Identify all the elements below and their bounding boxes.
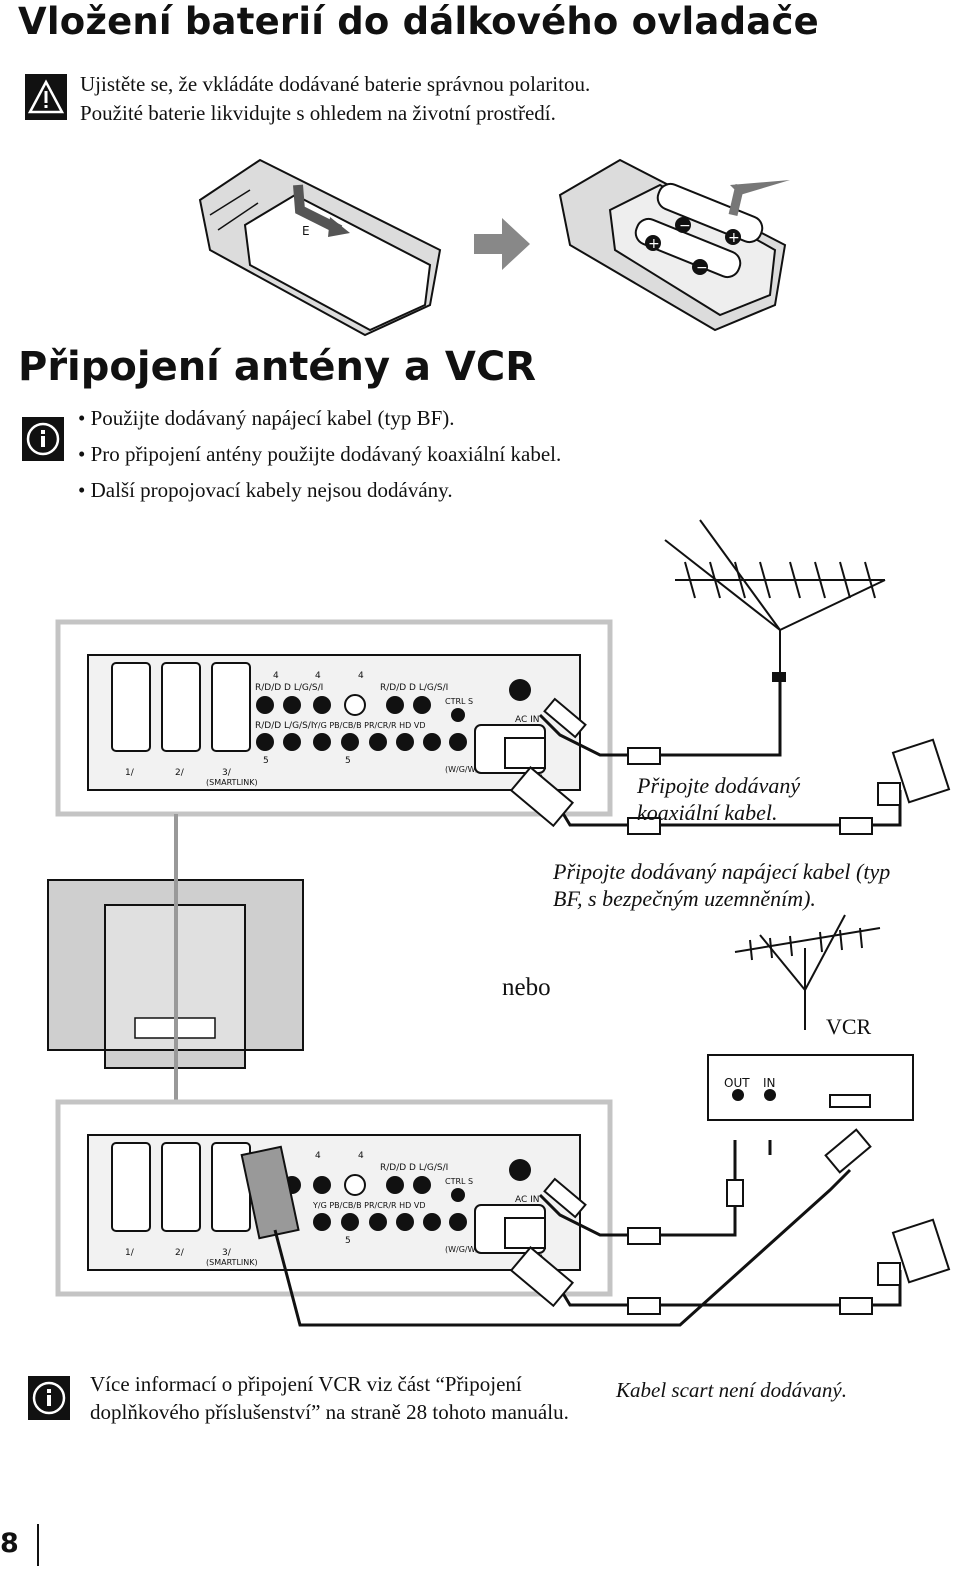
panel-top-label-smartlink: (SMARTLINK): [206, 778, 258, 787]
panel-bottom-label-component: Y/G PB/CB/B PR/CR/R HD VD: [312, 1201, 426, 1210]
bullet-item: Pro připojení antény použijte dodávaný k…: [78, 436, 858, 472]
page-number: 8: [0, 1528, 19, 1559]
antenna-plug: [772, 672, 786, 682]
footer-note-line-2: doplňkového příslušenství” na straně 28 …: [90, 1400, 569, 1424]
footer-note: Více informací o připojení VCR viz část …: [90, 1370, 650, 1426]
panel-bottom-label-scart2: 2/: [175, 1248, 185, 1258]
panel-top-label-scart1: 1/: [125, 768, 135, 778]
panel-top-label-in4b: 4: [315, 671, 321, 681]
battery-minus-2: −: [696, 260, 708, 276]
remote-closed-illustration: E: [198, 158, 442, 337]
panel-top-label-rgbs-3: R/D/D L/G/S/I: [255, 721, 314, 731]
bullet-item: Použijte dodávaný napájecí kabel (typ BF…: [78, 400, 858, 436]
panel-top-label-ctrls: CTRL S: [445, 697, 473, 706]
panel-bottom-label-in5b: 5: [345, 1236, 351, 1246]
vcr-label: VCR: [826, 1014, 872, 1039]
warning-text: Ujistěte se, že vkládáte dodávané bateri…: [80, 70, 920, 128]
panel-top-label-scart2: 2/: [175, 768, 185, 778]
or-label: nebo: [502, 974, 551, 1001]
panel-top-label-in5a: 5: [263, 756, 269, 766]
panel-top-label-acin: AC IN: [515, 715, 540, 725]
scart-sockets-bottom: [111, 1142, 251, 1232]
warning-line-1: Ujistěte se, že vkládáte dodávané bateri…: [80, 72, 591, 96]
info-icon: [28, 1376, 70, 1420]
coax-caption: Připojte dodávaný koaxiální kabel.: [637, 772, 937, 826]
panel-bottom-label-rgbs: R/D/D D L/G/S/I: [380, 1163, 448, 1173]
coax-caption-line-1: Připojte dodávaný: [637, 773, 801, 798]
panel-top-label-rgbs-2: R/D/D D L/G/S/I: [380, 683, 448, 693]
bullet-item: Další propojovací kabely nejsou dodávány…: [78, 472, 858, 508]
scart-note: Kabel scart není dodávaný.: [616, 1378, 847, 1402]
panel-bottom-label-ctrls: CTRL S: [445, 1177, 473, 1186]
panel-bottom-label-scart3: 3/: [222, 1248, 232, 1258]
battery-minus-1: −: [679, 218, 691, 234]
warning-line-2: Použité baterie likvidujte s ohledem na …: [80, 101, 556, 125]
footer-note-line-1: Více informací o připojení VCR viz část …: [90, 1372, 522, 1396]
vcr-in-label: IN: [763, 1076, 776, 1090]
remote-open-illustration: + − + −: [558, 158, 790, 332]
vcr-illustration: [707, 1054, 914, 1121]
antenna-illustration-2: [734, 914, 881, 1030]
scart-plug: [240, 1145, 300, 1240]
antenna-illustration: [664, 519, 886, 750]
panel-bottom-label-scart1: 1/: [125, 1248, 135, 1258]
panel-top-label-component: Y/G PB/CB/B PR/CR/R HD VD: [312, 721, 426, 730]
connection-diagram: R/D/D D L/G/S/I R/D/D D L/G/S/I R/D/D L/…: [47, 519, 951, 1327]
section2-title: Připojení antény a VCR: [18, 344, 537, 390]
next-step-arrow-icon: [474, 218, 530, 270]
panel-bottom-label-smartlink: (SMARTLINK): [206, 1258, 258, 1267]
panel-bottom-label-speaker: (W/G/W/G): [445, 1245, 488, 1254]
coax-caption-line-2: koaxiální kabel.: [637, 800, 778, 825]
panel-bottom-label-acin: AC IN: [515, 1195, 540, 1205]
wall-socket-top: [877, 738, 951, 806]
panel-bottom-label-in4b: 4: [315, 1151, 321, 1161]
bullet-list: Použijte dodávaný napájecí kabel (typ BF…: [78, 400, 858, 508]
power-caption-line-2: BF, s bezpečným uzemněním).: [553, 886, 816, 911]
scart-sockets-top: [111, 662, 251, 752]
battery-plus-2: +: [648, 236, 660, 252]
vcr-out-label: OUT: [724, 1076, 750, 1090]
svg-text:E: E: [302, 224, 310, 238]
panel-top-label-in4c: 4: [358, 671, 364, 681]
panel-top-label-scart3: 3/: [222, 768, 232, 778]
info-icon: [22, 417, 64, 461]
battery-plus-1: +: [728, 230, 740, 246]
panel-top-label-speaker: (W/G/W/G): [445, 765, 488, 774]
wall-socket-bottom: [877, 1218, 951, 1286]
battery-illustration: [634, 182, 764, 279]
power-caption: Připojte dodávaný napájecí kabel (typ BF…: [553, 858, 953, 912]
page-number-divider: [37, 1524, 39, 1566]
panel-top-label-rgbs: R/D/D D L/G/S/I: [255, 683, 323, 693]
warning-icon: [25, 74, 67, 120]
panel-bottom-label-in4c: 4: [358, 1151, 364, 1161]
power-caption-line-1: Připojte dodávaný napájecí kabel (typ: [553, 859, 891, 884]
panel-top-label-in4a: 4: [273, 671, 279, 681]
panel-top-label-in5b: 5: [345, 756, 351, 766]
section1-title: Vložení baterií do dálkového ovladače: [18, 0, 819, 43]
